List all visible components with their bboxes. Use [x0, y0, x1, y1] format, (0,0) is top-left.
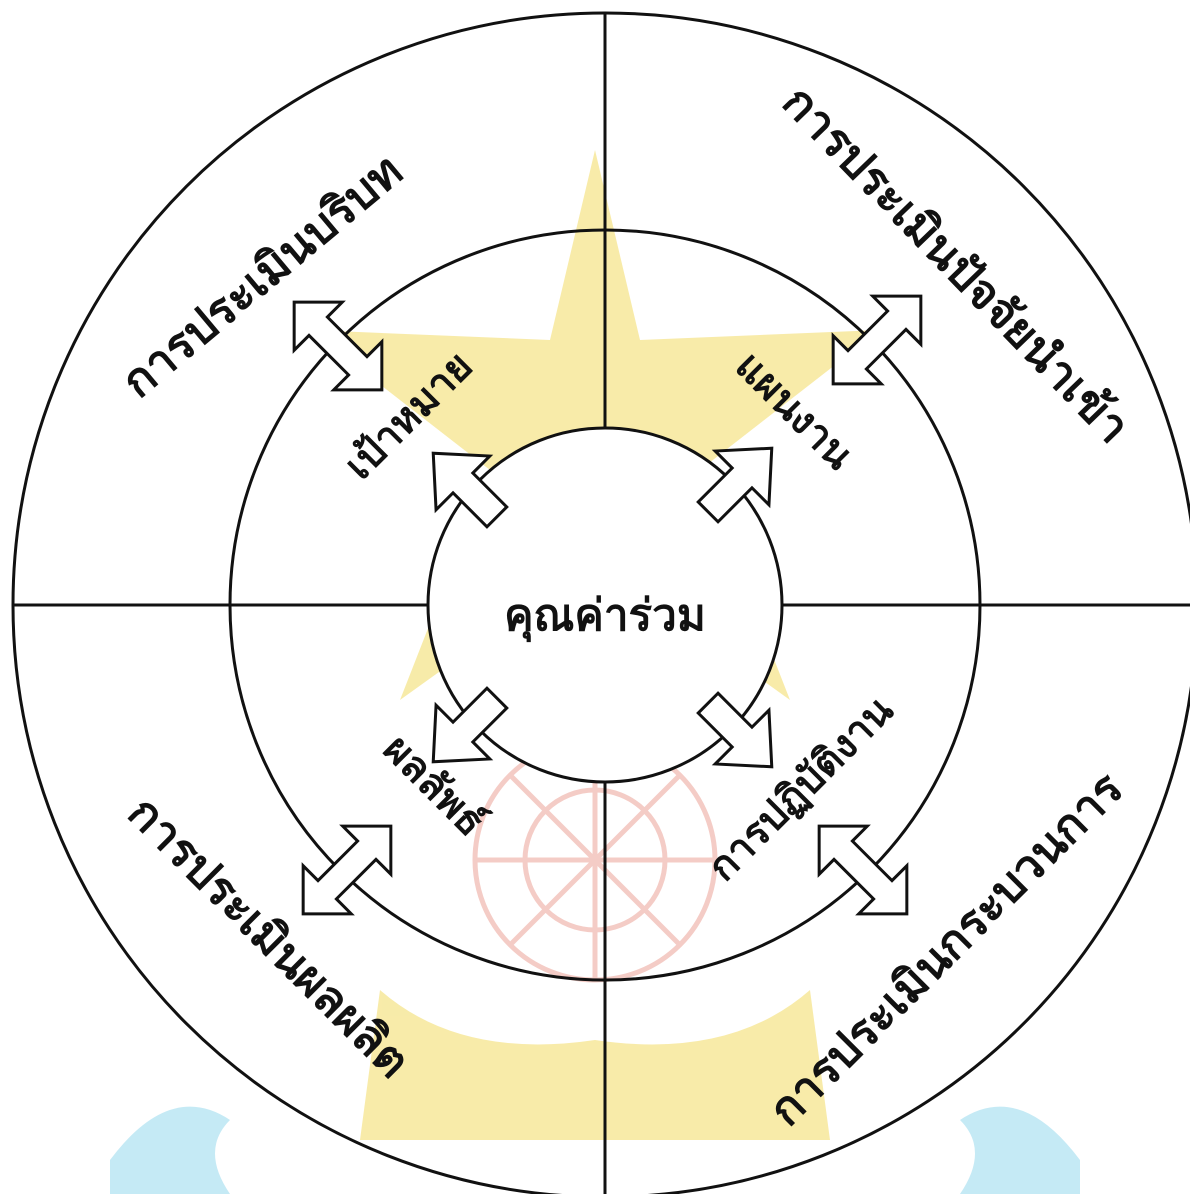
outer-label-top-right: การประเมินปัจจัยนำเข้า [772, 74, 1141, 453]
center-label: คุณค่าร่วม [504, 590, 706, 643]
outer-label-bottom-right: การประเมินกระบวนการ [758, 761, 1133, 1136]
